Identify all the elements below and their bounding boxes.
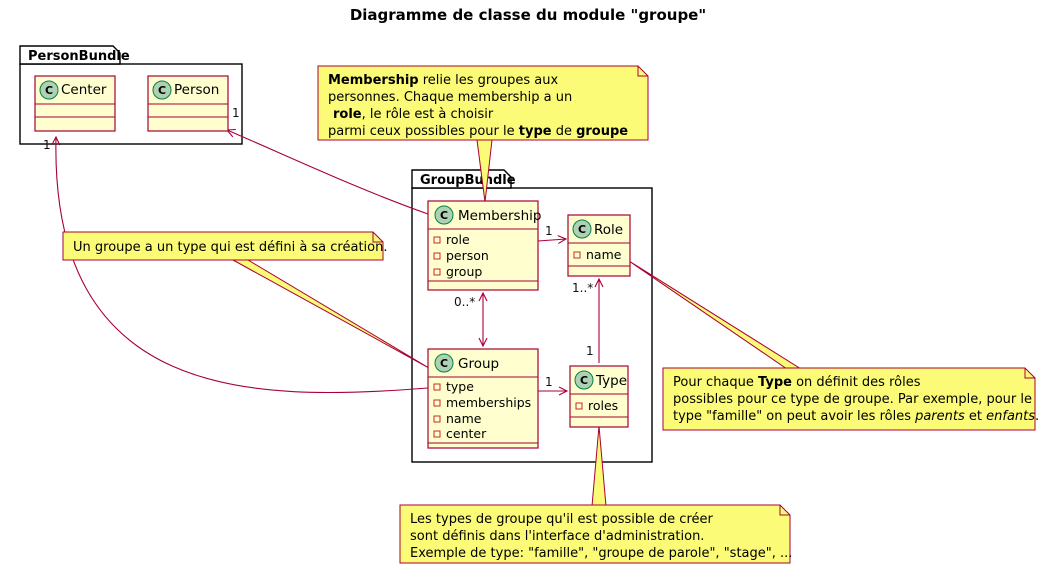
note-line: type "famille" on peut avoir les rôles p… <box>673 409 1039 424</box>
attribute-role: role <box>446 232 470 247</box>
attribute-group: group <box>446 264 482 279</box>
class-stereotype-icon <box>434 353 454 373</box>
note-fold-corner <box>779 505 790 516</box>
note-line: parmi ceux possibles pour le type de gro… <box>328 124 628 139</box>
note-fold-corner <box>637 66 648 77</box>
multiplicity-group-membership: 0..* <box>454 295 475 309</box>
class-center-name: Center <box>61 82 107 98</box>
note-fold-corner <box>1024 368 1035 379</box>
field-icon <box>573 251 581 259</box>
field-icon <box>433 252 441 260</box>
attribute-name: name <box>446 411 482 426</box>
note-line: Les types de groupe qu'il est possible d… <box>410 512 713 527</box>
stereotype-letter: C <box>440 357 448 370</box>
attribute-center: center <box>446 426 487 441</box>
note-line: Membership relie les groupes aux <box>328 73 559 88</box>
field-icon <box>433 415 441 423</box>
multiplicity-type-role-lower: 1 <box>586 344 594 358</box>
class-stereotype-icon <box>434 205 454 225</box>
note-role: Pour chaque Type on définit des rôles po… <box>662 367 1039 431</box>
class-role: C Role name <box>567 214 631 277</box>
field-icon <box>433 399 441 407</box>
note-line: sont définis dans l'interface d'administ… <box>410 529 704 544</box>
field-icon <box>575 402 583 410</box>
class-stereotype-icon <box>574 370 594 390</box>
stereotype-letter: C <box>440 209 448 222</box>
multiplicity-group-type: 1 <box>545 375 553 389</box>
class-type: C Type roles <box>569 365 629 428</box>
note-line: Un groupe a un type qui est défini à sa … <box>73 240 388 255</box>
note-group: Un groupe a un type qui est défini à sa … <box>62 231 388 261</box>
association-membership-person <box>225 128 429 215</box>
note-body <box>399 504 791 564</box>
field-icon <box>433 268 441 276</box>
note-body <box>317 65 649 141</box>
attribute-type: type <box>446 379 474 394</box>
attribute-roles: roles <box>588 398 618 413</box>
note-type: Les types de groupe qu'il est possible d… <box>399 504 792 564</box>
stereotype-letter: C <box>45 84 53 97</box>
diagram-title: Diagramme de classe du module "groupe" <box>350 6 706 24</box>
note-membership: Membership relie les groupes aux personn… <box>317 65 649 141</box>
multiplicity-center: 1 <box>43 138 51 152</box>
note-body <box>62 231 384 261</box>
package-group-bundle-label: GroupBundle <box>420 173 516 188</box>
note-line: possibles pour ce type de groupe. Par ex… <box>673 392 1032 407</box>
note-link-group <box>232 259 430 369</box>
attribute-memberships: memberships <box>446 395 531 410</box>
field-icon <box>433 383 441 391</box>
class-stereotype-icon <box>152 80 172 100</box>
class-person: C Person <box>147 75 229 132</box>
note-line: Exemple de type: "famille", "groupe de p… <box>410 546 792 561</box>
attribute-person: person <box>446 248 489 263</box>
note-line: Pour chaque Type on définit des rôles <box>673 375 921 390</box>
attribute-name: name <box>586 247 622 262</box>
class-type-name: Type <box>595 373 627 389</box>
package-tab <box>19 45 121 65</box>
multiplicity-membership-role: 1 <box>545 224 553 238</box>
class-person-name: Person <box>174 82 219 98</box>
note-link-role <box>628 260 803 370</box>
note-fold-corner <box>372 232 383 243</box>
class-group: C Group type memberships name center <box>427 348 539 449</box>
class-stereotype-icon <box>572 219 592 239</box>
class-membership: C Membership role person group <box>427 200 541 291</box>
multiplicity-person: 1 <box>232 106 240 120</box>
class-center: C Center <box>34 75 116 132</box>
association-membership-role <box>537 235 568 245</box>
field-icon <box>433 430 441 438</box>
field-icon <box>433 236 441 244</box>
stereotype-letter: C <box>578 223 586 236</box>
note-body <box>662 367 1036 431</box>
stereotype-letter: C <box>158 84 166 97</box>
class-membership-name: Membership <box>458 208 541 224</box>
note-line: role, le rôle est à choisir <box>333 107 494 122</box>
class-group-name: Group <box>458 356 499 372</box>
class-role-name: Role <box>594 222 623 238</box>
class-stereotype-icon <box>39 80 59 100</box>
note-line: personnes. Chaque membership a un <box>328 90 572 105</box>
package-person-bundle-label: PersonBundle <box>28 49 130 64</box>
multiplicity-type-role-upper: 1..* <box>572 281 593 295</box>
stereotype-letter: C <box>580 374 588 387</box>
